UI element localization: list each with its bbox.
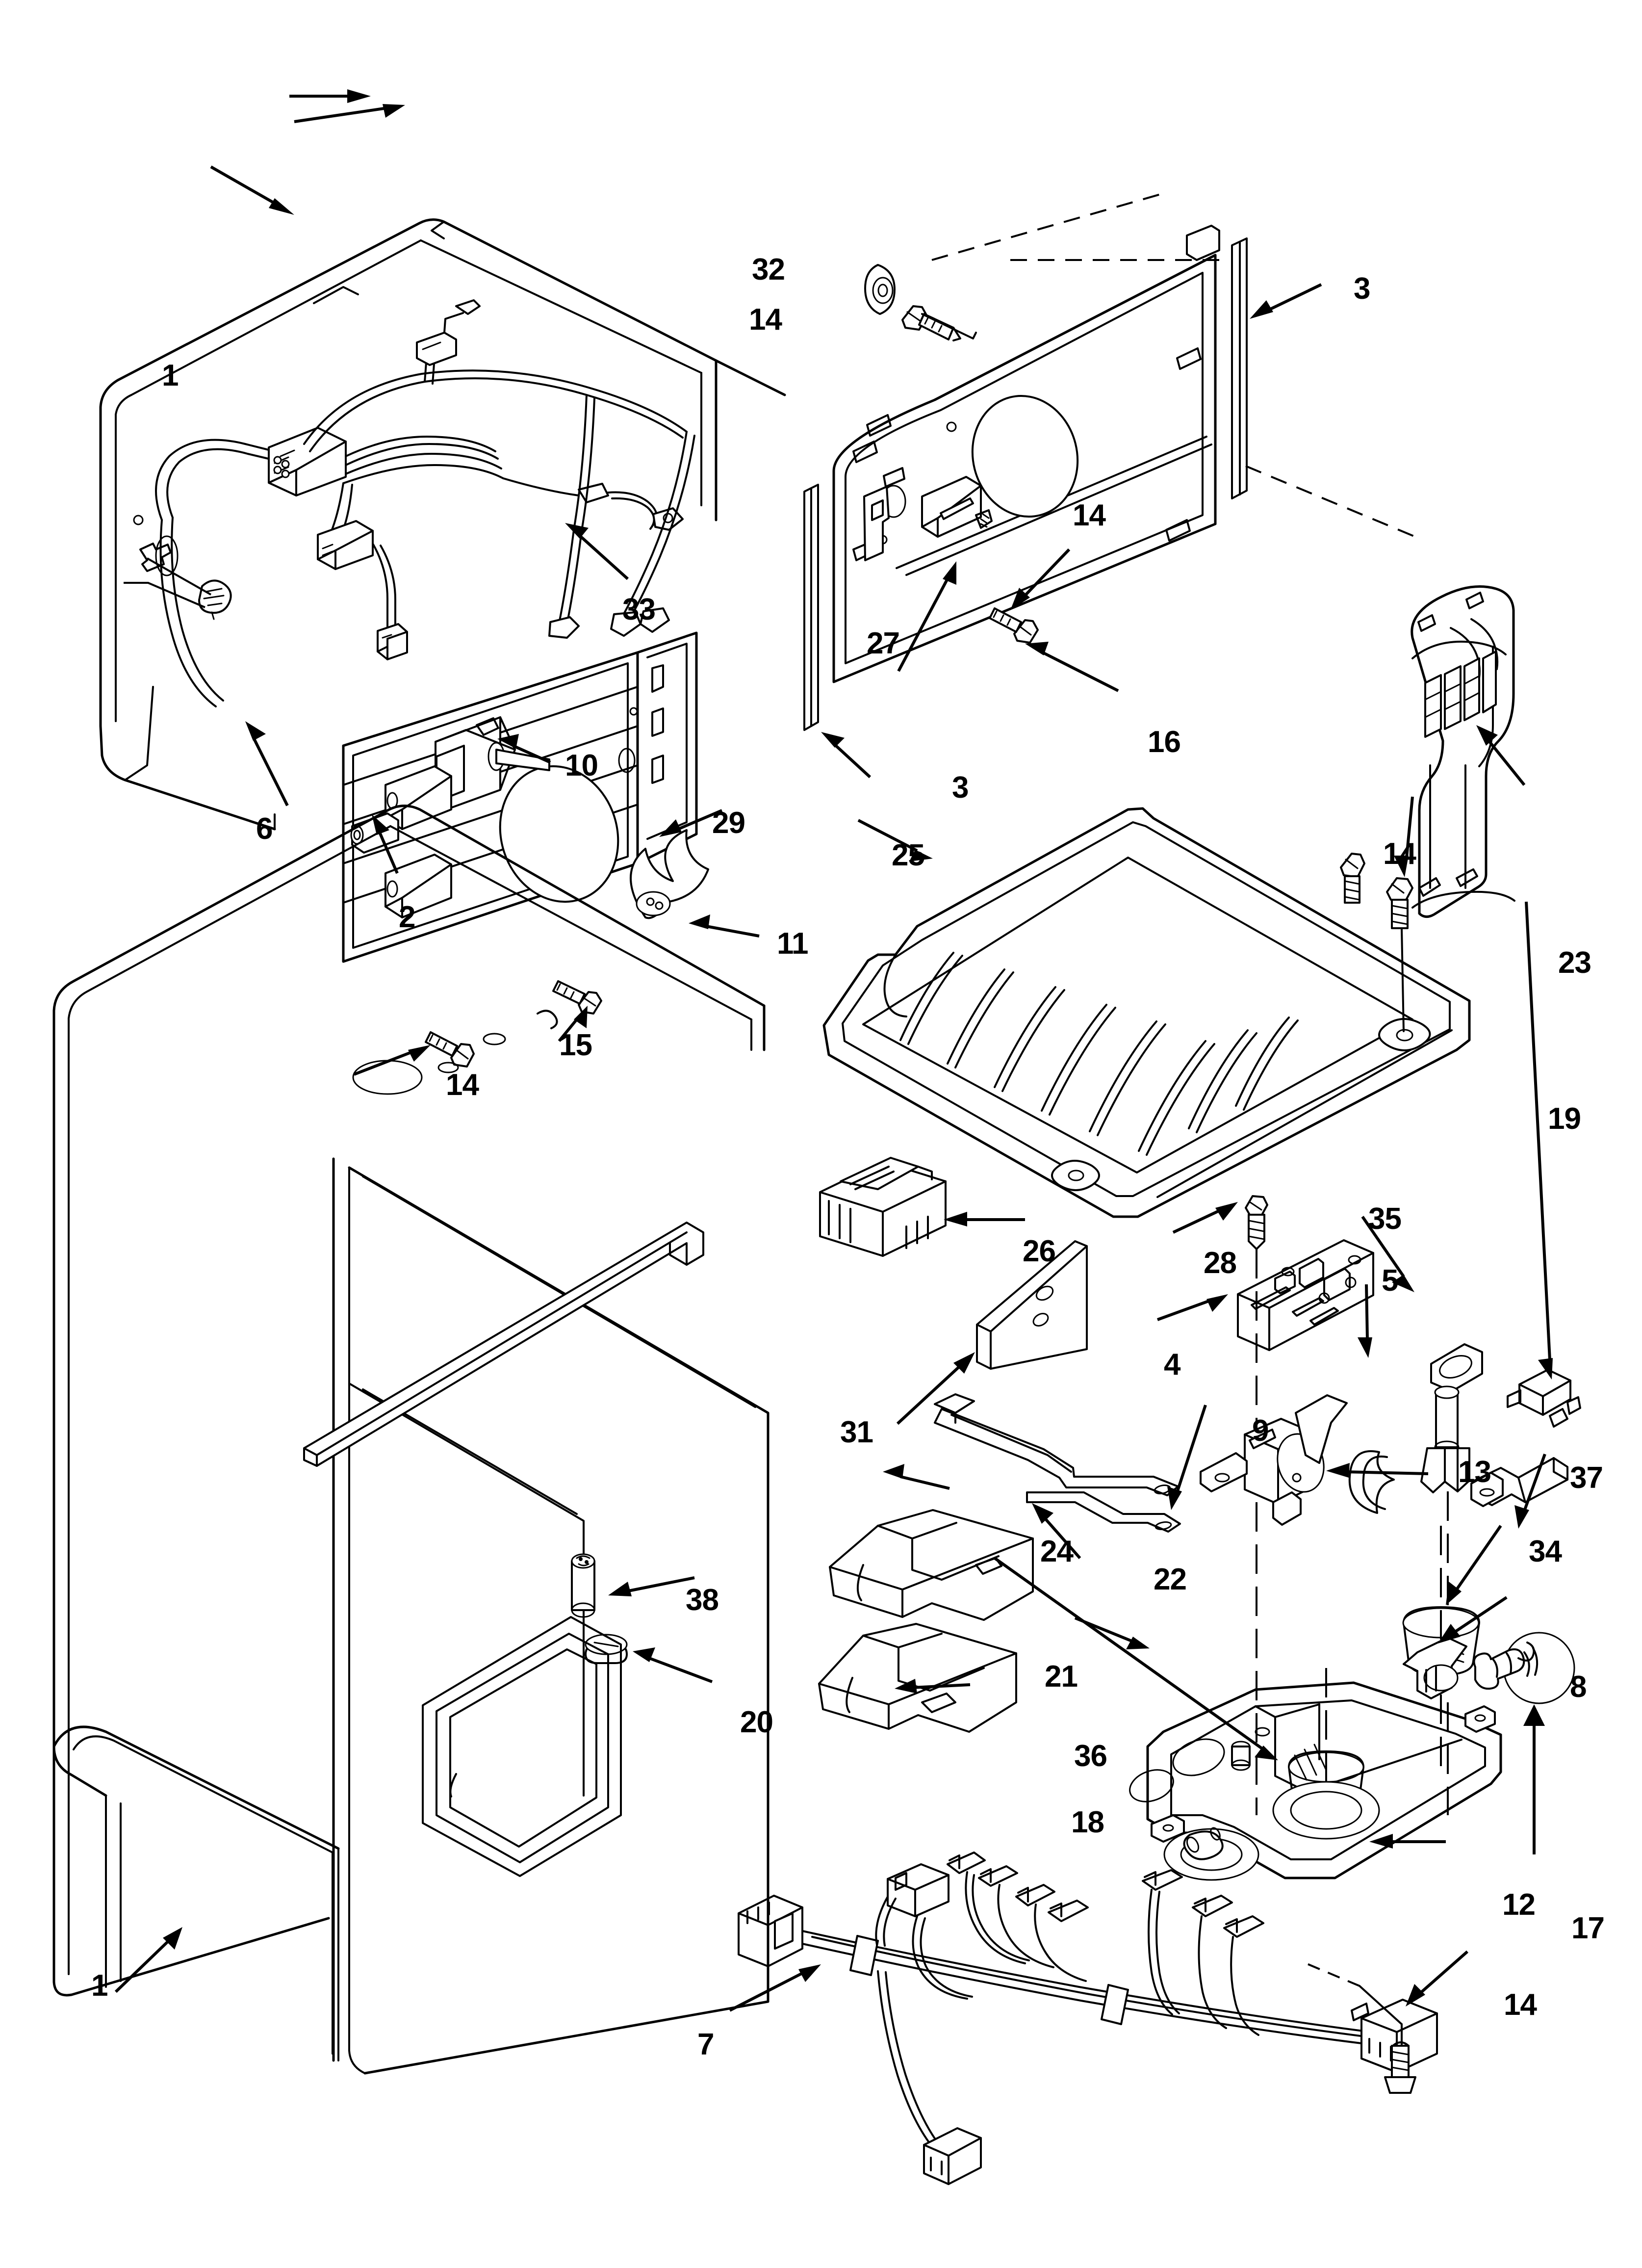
drip-pan [822,807,1471,1218]
callout-7: 7 [697,2028,714,2061]
callout-17: 17 [1571,1911,1605,1945]
callout-29: 29 [712,806,745,840]
control-board [1237,1195,1374,1815]
push-rivet-28 [1245,1195,1268,1815]
callout-3-right: 3 [1354,272,1370,306]
callout-1-top: 1 [162,359,179,392]
callout-15: 15 [559,1028,592,1062]
light-lens-bracket [818,1623,1017,1733]
plug-button-20 [585,1634,628,1664]
callout-5: 5 [1382,1264,1398,1298]
drain-trough-strip [934,1393,1179,1496]
callout-20: 20 [740,1705,773,1739]
callout-10: 10 [565,749,598,782]
screw-14-bottom [1303,1961,1416,2094]
callout-12: 12 [1502,1888,1536,1922]
screw-top-14 [901,305,961,341]
relay-overload [819,1157,947,1257]
drain-tube [1348,1450,1395,1514]
callout-37: 37 [1570,1461,1603,1495]
callout-22: 22 [1154,1563,1187,1596]
air-duct-cover [1340,585,1515,918]
callout-14-fan: 14 [446,1068,479,1102]
fuse-18 [1183,1827,1224,1860]
callout-8: 8 [1570,1670,1587,1704]
callout-6: 6 [256,812,273,846]
callout-9: 9 [1252,1414,1269,1448]
back-panel-assembly [803,191,1423,731]
callout-26: 26 [1023,1234,1056,1268]
cabinet-liner-bottom [52,804,770,2075]
screw-14-duct [1340,853,1365,904]
callout-4: 4 [1164,1348,1180,1382]
roller-pin-38 [571,1553,595,1618]
callout-1-bottom: 1 [91,1969,108,2003]
screw-15 [552,980,602,1015]
callout-32: 32 [752,253,785,287]
callout-31: 31 [840,1415,873,1449]
light-socket [1403,1637,1467,1699]
callout-13: 13 [1458,1455,1491,1489]
callout-14-drippan: 14 [1383,837,1416,871]
callout-14-top: 14 [749,303,782,337]
callout-36: 36 [1074,1739,1107,1773]
fan-assembly [342,631,709,1073]
screw-14-liner [425,1031,475,1068]
drain-trough-bar [1026,1491,1181,1533]
light-housing-cover [829,1509,1034,1621]
freezer-liner-top [99,218,786,831]
callout-34: 34 [1529,1535,1562,1568]
screw-14-drip-pan [1386,877,1413,1032]
callout-11: 11 [777,927,809,961]
screw-back-panel [989,607,1039,644]
callout-28: 28 [1204,1246,1237,1280]
grommet-plug [124,543,232,620]
wire-harness-upper [133,299,695,707]
callout-14-bottom: 14 [1504,1988,1537,2022]
callout-24: 24 [1040,1535,1074,1568]
callout-14-backpanel: 14 [1073,498,1106,532]
defrost-thermostat [1420,1343,1581,1815]
callout-21: 21 [1045,1660,1078,1694]
cover-plate [976,1240,1088,1370]
callout-27: 27 [867,626,900,660]
light-bulb [1473,1632,1575,1704]
defrost-timer [1200,1394,1348,1526]
callout-33: 33 [622,593,656,626]
bushing-32 [864,264,896,315]
callout-16: 16 [1148,725,1181,759]
callout-25: 25 [892,838,925,872]
callout-38: 38 [686,1583,719,1617]
callout-18: 18 [1071,1805,1104,1839]
callout-23: 23 [1558,946,1591,980]
leader-lines [114,89,1553,2012]
main-wire-harness [738,1851,1438,2185]
callout-2: 2 [399,900,415,934]
callout-35: 35 [1368,1202,1402,1236]
callout-19: 19 [1548,1102,1581,1136]
callout-3-left: 3 [952,771,969,805]
